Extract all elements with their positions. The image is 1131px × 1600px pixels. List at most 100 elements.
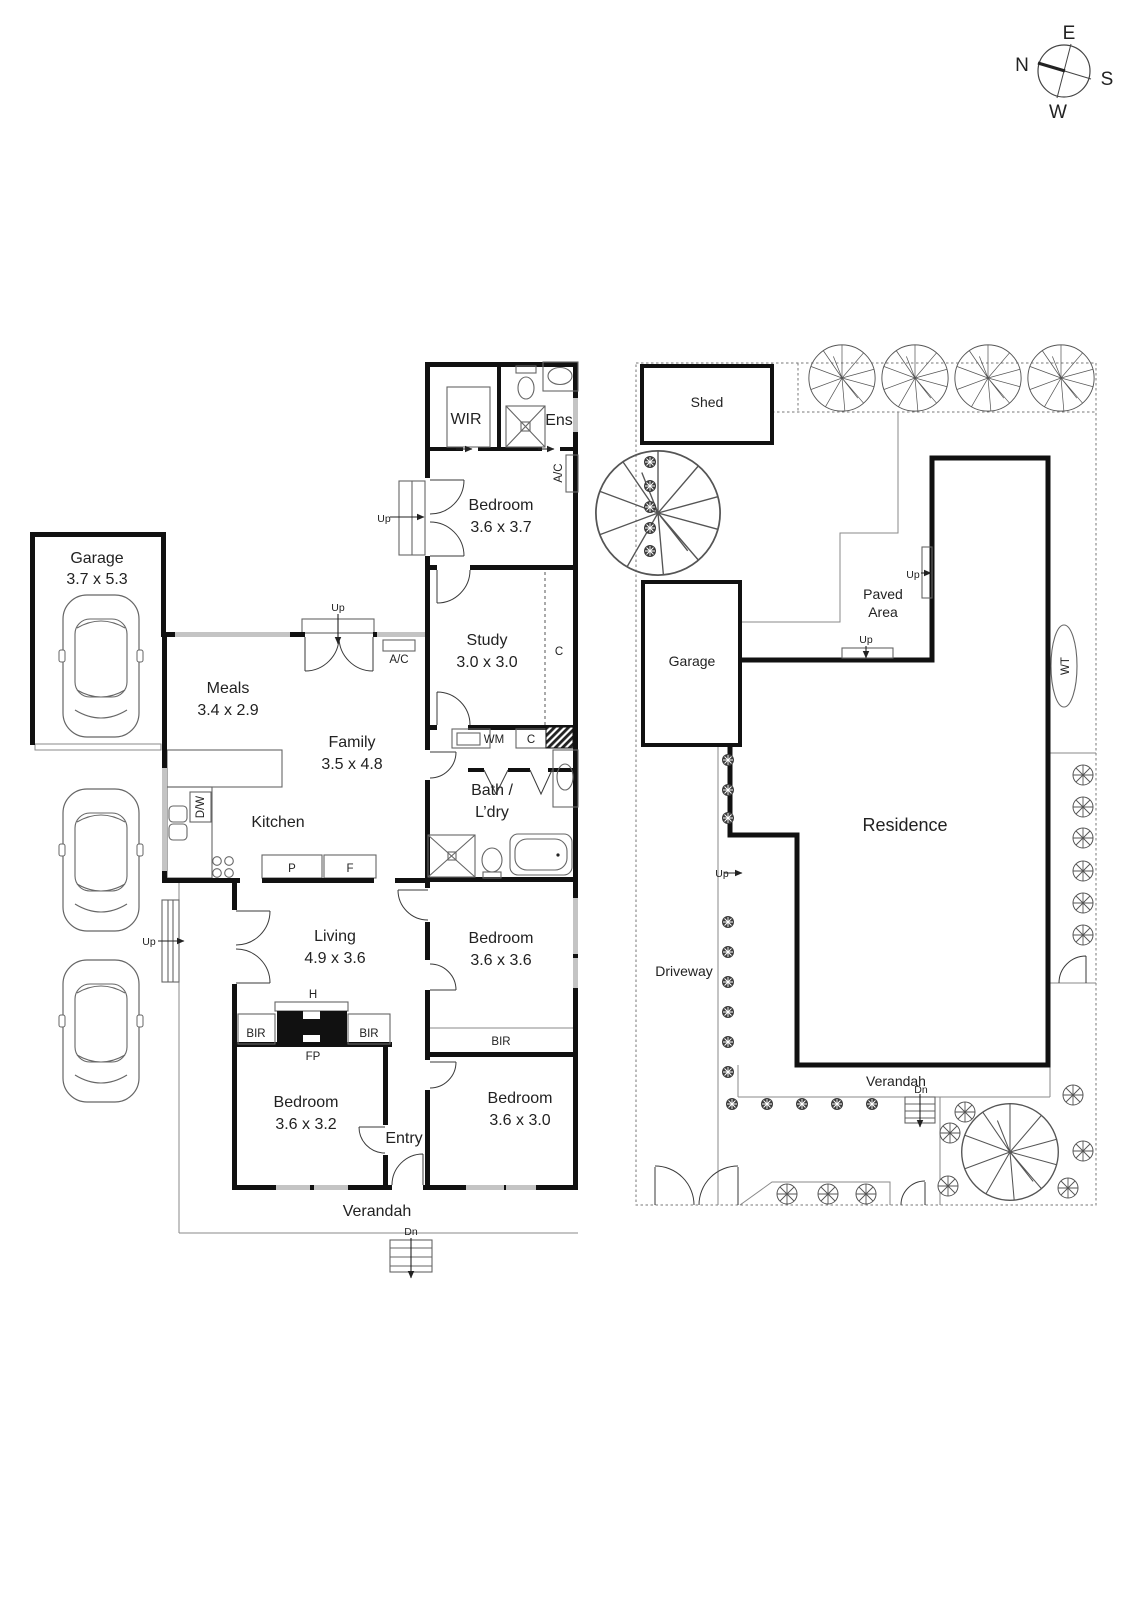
room-label: Bedroom — [488, 1090, 553, 1107]
tag-dn: Dn — [914, 1084, 928, 1096]
shrub-icon — [776, 1183, 798, 1205]
site-label-shed: Shed — [691, 394, 724, 410]
gate — [900, 1180, 926, 1206]
tag-up: Up — [331, 602, 345, 614]
basin-icon — [542, 361, 579, 392]
site-label-verandah: Verandah — [866, 1073, 926, 1089]
tag-cupboard: C — [527, 734, 535, 746]
tree-icon — [954, 344, 1022, 412]
compass-north: N — [1015, 55, 1029, 76]
room-label: Bath / — [471, 782, 513, 799]
bathtub-icon — [509, 833, 573, 876]
tag-wt: WT — [1060, 657, 1072, 675]
shrub-icon — [817, 1183, 839, 1205]
wall-segment — [425, 1052, 578, 1057]
tag-up: Up — [906, 569, 920, 581]
double-gate — [654, 1165, 739, 1206]
shrub-icon — [1072, 1140, 1094, 1162]
basin-icon — [556, 763, 574, 791]
wall-segment — [162, 632, 167, 883]
wall-segment — [425, 922, 430, 960]
hatched-cupboard — [545, 726, 574, 749]
tag-ac: A/C — [389, 654, 408, 666]
bir-right — [347, 1013, 391, 1045]
wall-segment — [162, 878, 240, 883]
tree-icon — [881, 344, 949, 412]
room-label: Bedroom — [469, 497, 534, 514]
compass-rose: E N S W — [1015, 23, 1113, 123]
wall-segment — [395, 878, 430, 883]
windows — [162, 398, 578, 1190]
tag-up: Up — [715, 868, 729, 880]
site-garage-outline — [641, 580, 742, 747]
wall-segment — [573, 362, 578, 1190]
shrub-icon — [1057, 1177, 1079, 1199]
water-tank-icon — [1050, 624, 1078, 708]
tag-up: Up — [377, 513, 391, 525]
french-doors — [429, 479, 465, 557]
bir-left — [237, 1013, 276, 1045]
room-dims: 3.6 x 3.2 — [275, 1116, 336, 1133]
wall-segment — [425, 990, 430, 1060]
shrub-icon — [721, 783, 735, 797]
window — [466, 1185, 504, 1190]
shrub-icon — [643, 544, 657, 558]
window — [573, 398, 578, 432]
room-label: Kitchen — [251, 814, 304, 831]
room-dims: 3.6 x 3.7 — [470, 519, 531, 536]
tag-bir: BIR — [491, 1036, 510, 1048]
site-label-paved: Paved — [863, 586, 903, 602]
steps — [161, 480, 433, 1273]
residence-outline — [727, 455, 1051, 1068]
tree-icon — [595, 450, 721, 576]
shrub-icon — [643, 500, 657, 514]
ac-unit — [382, 639, 416, 652]
shrub-icon — [855, 1183, 877, 1205]
shrub-icon — [725, 1097, 739, 1111]
shrub-icon — [721, 753, 735, 767]
sink-icon — [168, 805, 188, 823]
room-label: Study — [467, 632, 508, 649]
tree-icon — [961, 1103, 1059, 1201]
site-verandah-edge — [737, 1065, 1051, 1098]
vanity — [552, 749, 579, 808]
room-label: Meals — [207, 680, 250, 697]
shrub-icon — [721, 1005, 735, 1019]
tag-fridge: F — [346, 863, 353, 875]
french-doors — [304, 636, 374, 672]
room-dims: 3.6 x 3.6 — [470, 952, 531, 969]
shrub-icon — [721, 945, 735, 959]
garden-bed — [739, 1181, 891, 1206]
wall-segment — [425, 362, 430, 478]
wall-segment — [161, 532, 166, 637]
shrub-icon — [1072, 764, 1094, 786]
tag-up: Up — [142, 936, 156, 948]
shrub-icon — [795, 1097, 809, 1111]
stove-icon — [212, 856, 234, 878]
shrub-icon — [1072, 796, 1094, 818]
door-arc — [429, 1061, 457, 1089]
shrub-icon — [1072, 924, 1094, 946]
room-dims: 3.6 x 3.0 — [489, 1112, 550, 1129]
tree-icon — [1027, 344, 1095, 412]
shower-icon — [505, 405, 546, 448]
shrub-icon — [1072, 892, 1094, 914]
tag-up: Up — [859, 634, 873, 646]
site-labels: Shed Garage Paved Area Residence Drivewa… — [655, 394, 947, 1096]
tag-bir: BIR — [246, 1028, 265, 1040]
door-arc — [358, 1126, 386, 1154]
car-icon — [58, 959, 144, 1103]
floorplan-labels: Garage 3.7 x 5.3 Bedroom 3.6 x 3.7 Study… — [66, 411, 572, 1238]
wall-segment — [383, 1047, 388, 1125]
site-label-garage: Garage — [669, 653, 716, 669]
shed-outline — [640, 364, 774, 445]
shrub-icon — [721, 811, 735, 825]
door-arc — [436, 691, 471, 726]
water-tank: WT — [1050, 624, 1078, 708]
door-arc — [429, 963, 457, 991]
room-label-ens: Ens — [545, 412, 573, 429]
compass-south: S — [1101, 69, 1114, 90]
shrub-icon — [643, 521, 657, 535]
